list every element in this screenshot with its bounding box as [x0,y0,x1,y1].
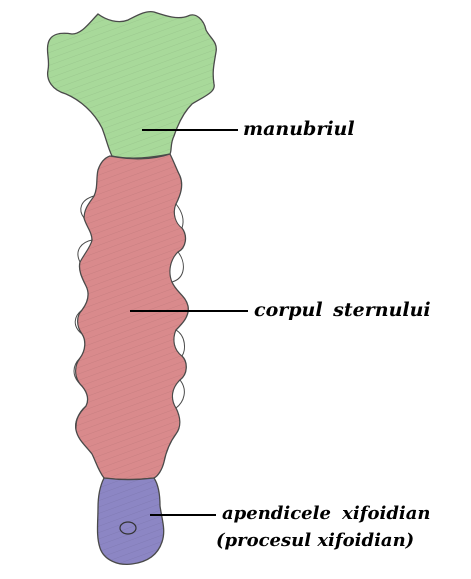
label-xiphoid-line2: (procesul xifoidian) [216,530,415,551]
label-manubrium: manubriul [243,118,355,140]
costal-notches [73,195,185,431]
sternal-body-region [73,153,189,481]
manubrium-region [46,10,217,159]
label-sternal-body: corpul sternului [254,299,431,321]
xiphoid-foramen [119,521,137,535]
label-xiphoid-line1: apendicele xifoidian [222,503,431,524]
xiphoid-region [96,477,165,566]
